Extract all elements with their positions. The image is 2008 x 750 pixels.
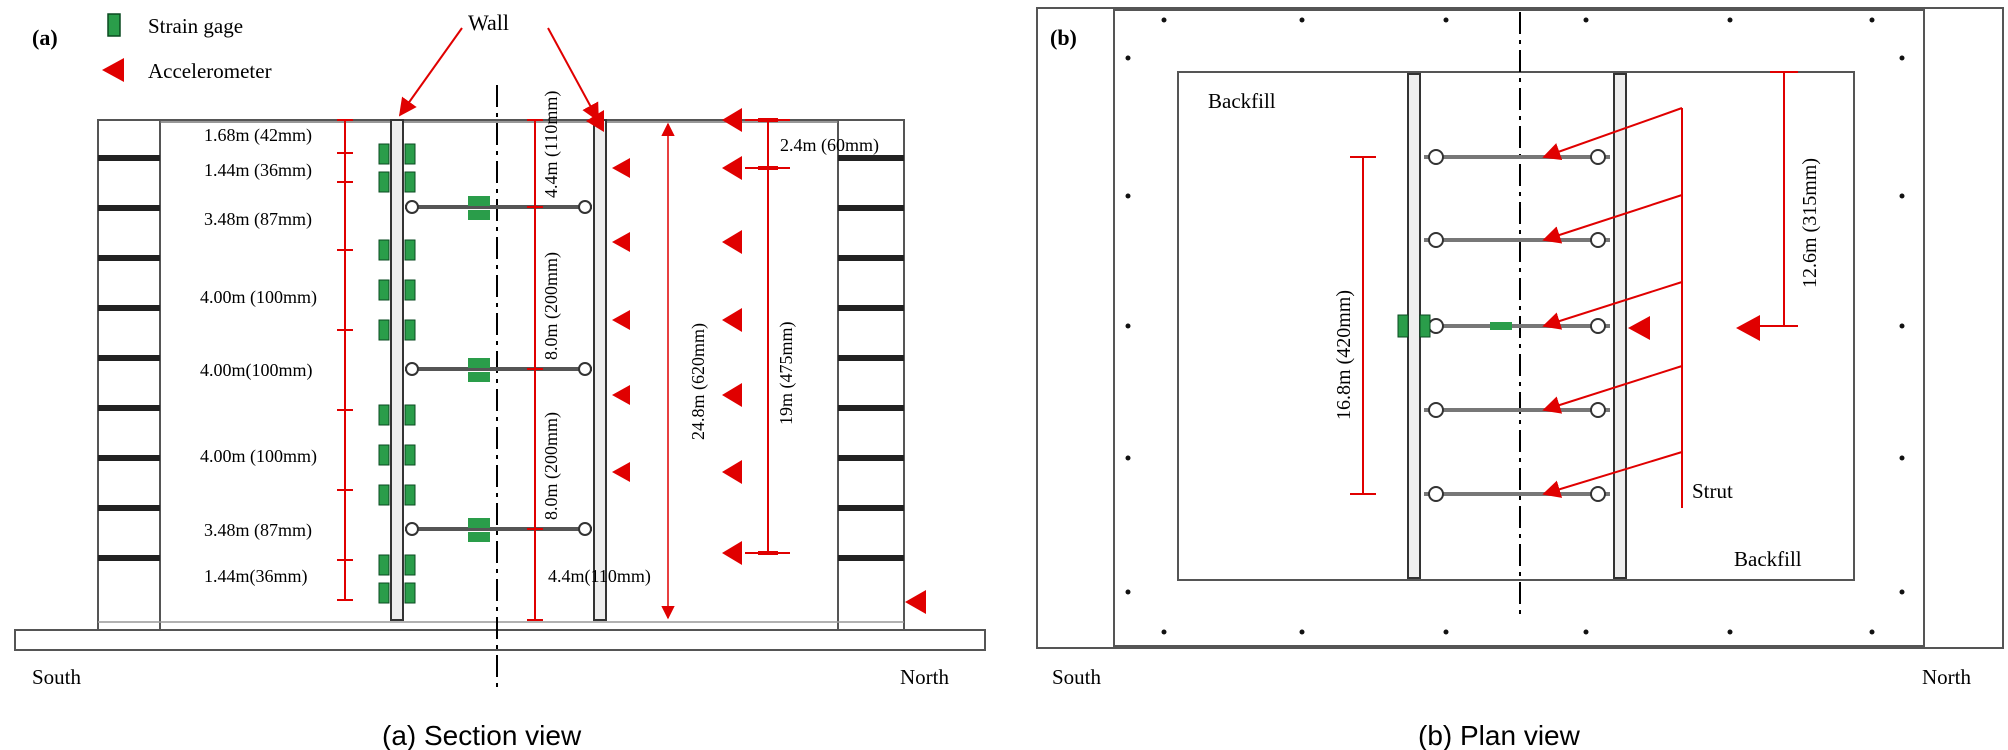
wall-strain-gages — [378, 143, 416, 604]
plan-south-wall — [1407, 73, 1421, 579]
plan-wall-strain-gage-2 — [1419, 314, 1431, 338]
plan-accelerometer-backfill — [1736, 315, 1760, 341]
acc-span-label: 19m (475mm) — [776, 322, 797, 426]
plan-bolts — [1125, 17, 1905, 635]
gage-spacing-label-5: 4.00m(100mm) — [200, 360, 313, 381]
plan-strut-5 — [1424, 486, 1610, 502]
strut-spacing-label-2: 8.0m (200mm) — [541, 252, 562, 360]
laminar-rings-right — [838, 155, 904, 561]
strut-2 — [405, 358, 592, 382]
laminar-rings-left — [98, 155, 160, 561]
wall-height-label: 24.8m (620mm) — [688, 323, 709, 440]
strain-gage-icon — [107, 13, 121, 37]
gage-spacing-label-3: 3.48m (87mm) — [204, 209, 312, 230]
accelerometer-icon — [102, 58, 124, 82]
plan-strut-3 — [1424, 318, 1610, 334]
plan-panel-frame — [1036, 7, 2004, 649]
strut-spacing-label-4: 4.4m(110mm) — [548, 566, 651, 587]
strut-3 — [405, 518, 592, 542]
strut-label: Strut — [1692, 479, 1733, 503]
plan-south-label: South — [1052, 665, 1102, 689]
gage-spacing-label-2: 1.44m (36mm) — [204, 160, 312, 181]
gage-spacing-label-1: 1.68m (42mm) — [204, 125, 312, 146]
accelerometer-base — [905, 590, 926, 614]
backfill-label-left: Backfill — [1208, 89, 1276, 113]
acc-offset-label: 2.4m (60mm) — [780, 135, 879, 156]
plan-container — [1113, 9, 1925, 647]
gage-spacing-label-8: 1.44m(36mm) — [204, 566, 308, 587]
plan-wall-strain-gage-1 — [1397, 314, 1409, 338]
north-wall — [593, 119, 607, 621]
plan-strut-2 — [1424, 232, 1610, 248]
plan-accelerometer-wall — [1628, 316, 1650, 340]
plan-caption: (b) Plan view — [1418, 720, 1581, 750]
section-accelerometers — [586, 108, 926, 614]
section-north-label: North — [900, 665, 949, 689]
section-caption: (a) Section view — [382, 720, 582, 750]
accelerometer-wall-top — [586, 110, 604, 132]
legend-accelerometer-label: Accelerometer — [148, 59, 272, 83]
plan-north-label: North — [1922, 665, 1971, 689]
strut-spacing-label-3: 8.0m (200mm) — [541, 412, 562, 520]
section-panel-label: (a) — [32, 25, 58, 50]
section-legend: Strain gage Accelerometer — [102, 13, 272, 83]
legend-strain-gage-label: Strain gage — [148, 14, 243, 38]
plan-north-wall — [1613, 73, 1627, 579]
strut-1 — [405, 196, 592, 220]
plan-acc-offset-label: 12.6m (315mm) — [1799, 158, 1821, 288]
gage-spacing-label-4: 4.00m (100mm) — [200, 287, 317, 308]
wall-pointer-right — [547, 27, 599, 122]
strut-extent-label: 16.8m (420mm) — [1333, 290, 1355, 420]
south-wall — [390, 119, 404, 621]
section-south-label: South — [32, 665, 82, 689]
wall-label: Wall — [468, 10, 509, 35]
plan-struts — [1424, 149, 1610, 502]
gage-spacing-label-7: 3.48m (87mm) — [204, 520, 312, 541]
wall-pointer-left — [398, 27, 463, 117]
strut-leaders — [1542, 107, 1683, 508]
base-plate — [14, 629, 986, 651]
plan-panel-label: (b) — [1050, 25, 1077, 50]
gage-spacing-dimension — [337, 119, 353, 601]
backfill-region — [1177, 71, 1855, 581]
plan-strut-1 — [1424, 149, 1610, 165]
strut-spacing-label-1: 4.4m (110mm) — [541, 91, 562, 198]
plan-view: (b) Backfill Backfill 16.8m (420 — [1036, 7, 2004, 750]
plan-strut-4 — [1424, 402, 1610, 418]
gage-spacing-label-6: 4.00m (100mm) — [200, 446, 317, 467]
strut-spacing-dimension — [527, 119, 543, 621]
backfill-label-right: Backfill — [1734, 547, 1802, 571]
section-view: (a) Strain gage Accelerometer Wall — [14, 10, 986, 750]
